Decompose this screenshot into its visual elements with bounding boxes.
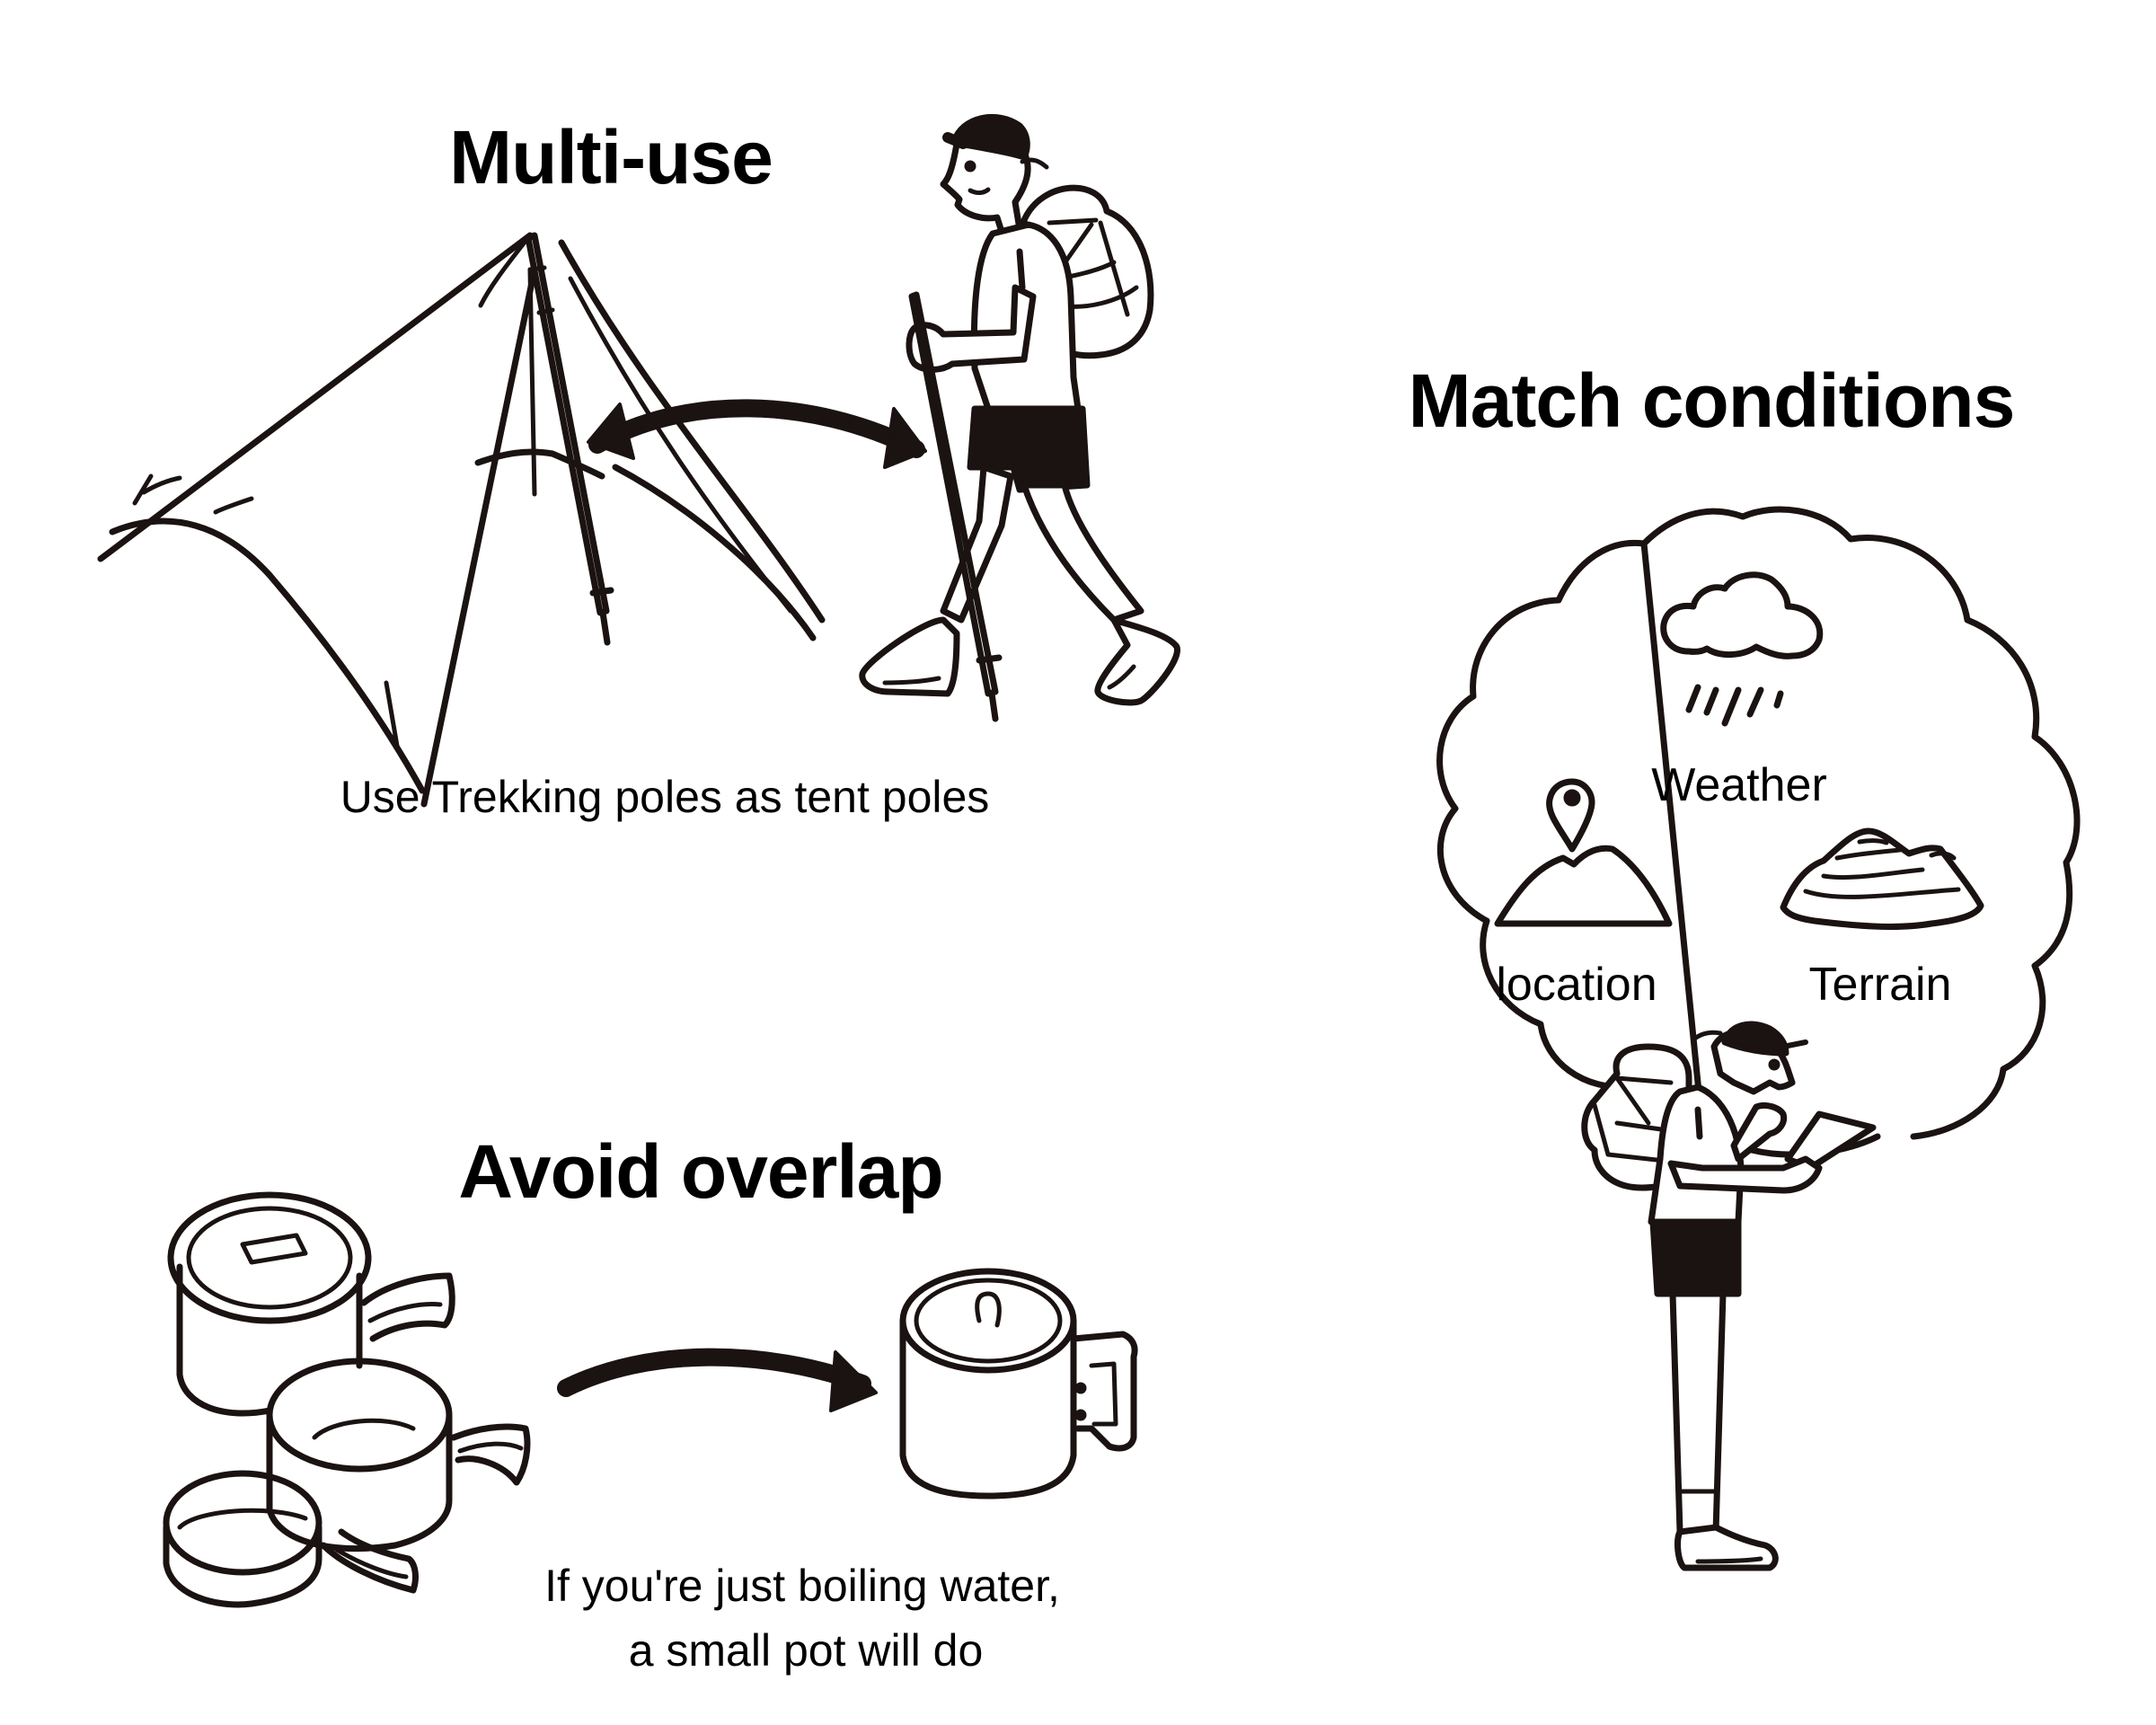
label-terrain: Terrain	[1808, 959, 1952, 1011]
map-pin-mountain-icon	[1494, 778, 1673, 927]
rain-cloud-icon	[1660, 571, 1824, 727]
hiker-reading-map-icon	[1581, 1021, 1877, 1571]
label-weather: Weather	[1651, 759, 1827, 811]
heading-multi-use: Multi-use	[449, 115, 773, 199]
pot-set-icon	[163, 1191, 531, 1608]
caption-multi-use: Use Trekking poles as tent poles	[340, 772, 990, 822]
double-arrow-icon	[587, 399, 927, 469]
curved-arrow-icon	[557, 1348, 878, 1412]
walking-hiker-icon	[859, 113, 1180, 722]
heading-avoid-overlap: Avoid overlap	[458, 1129, 943, 1214]
tarp-tent-icon	[97, 232, 826, 808]
heading-match-conditions: Match conditions	[1408, 358, 2016, 443]
small-mug-pot-icon	[899, 1268, 1138, 1499]
caption-avoid-overlap-line-2: a small pot will do	[628, 1625, 984, 1676]
label-location: location	[1496, 959, 1657, 1011]
caption-avoid-overlap-line-1: If you're just boiling water,	[544, 1561, 1060, 1611]
terrain-contour-icon	[1780, 827, 1984, 930]
